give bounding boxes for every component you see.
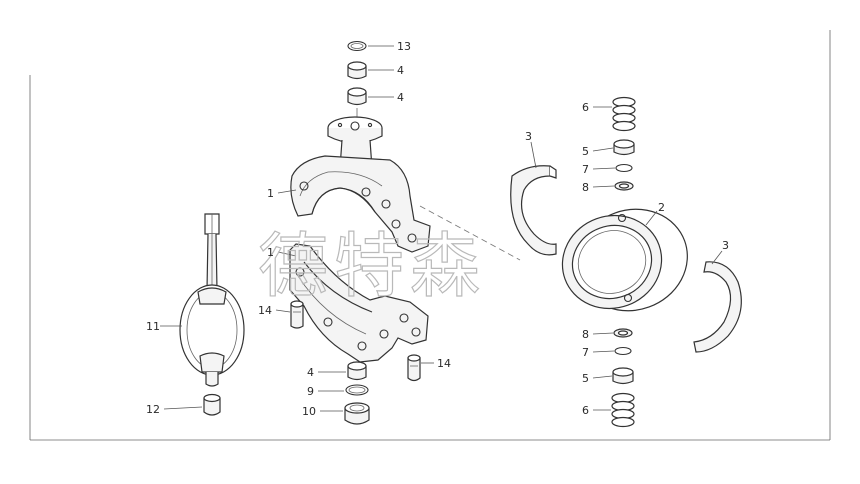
- bolt-14-left: [290, 300, 304, 329]
- label-10: 10: [302, 405, 316, 418]
- packing-6-top: [612, 96, 636, 132]
- seat-ring-2: [561, 208, 688, 312]
- label-4-a: 4: [397, 64, 404, 77]
- label-7-bottom: 7: [582, 346, 589, 359]
- label-14-right: 14: [437, 357, 451, 370]
- label-13: 13: [397, 40, 411, 53]
- bushing-5-top: [613, 139, 635, 156]
- label-12: 12: [146, 403, 160, 416]
- valve-body-lower: [289, 243, 429, 363]
- label-4-c: 4: [307, 366, 314, 379]
- label-9: 9: [307, 385, 314, 398]
- label-1-lower: 1: [267, 246, 274, 259]
- stem-and-disc: [179, 213, 245, 387]
- assembly-centerline: [419, 205, 521, 261]
- label-8-top: 8: [582, 181, 589, 194]
- washer-8-top: [614, 181, 634, 191]
- leader-lines: [160, 45, 723, 412]
- o-ring-7-bottom: [614, 346, 632, 356]
- bottom-plug-12: [203, 393, 221, 416]
- label-4-b: 4: [397, 91, 404, 104]
- label-11: 11: [146, 320, 160, 333]
- end-cap-10: [344, 402, 370, 425]
- bushing-4-second: [347, 87, 367, 106]
- label-8-bottom: 8: [582, 328, 589, 341]
- label-5-top: 5: [582, 145, 589, 158]
- o-ring-7-top: [615, 163, 633, 173]
- label-6-top: 6: [582, 101, 589, 114]
- seat-segment-3-right: [693, 261, 742, 353]
- label-3-left: 3: [525, 130, 532, 143]
- washer-8-bottom: [613, 328, 633, 338]
- label-1-upper: 1: [267, 187, 274, 200]
- packing-6-bottom: [611, 392, 635, 428]
- label-6-bottom: 6: [582, 404, 589, 417]
- bushing-4-top: [347, 61, 367, 80]
- label-7-top: 7: [582, 163, 589, 176]
- watermark: 德特森: [258, 225, 486, 307]
- o-ring-13: [347, 40, 367, 52]
- o-ring-9: [345, 384, 369, 396]
- label-2: 2: [658, 201, 665, 214]
- seat-segment-3-left: [510, 165, 557, 256]
- bolt-14-right: [407, 354, 421, 382]
- label-5-bottom: 5: [582, 372, 589, 385]
- bushing-5-bottom: [612, 367, 634, 385]
- label-14-left: 14: [258, 304, 272, 317]
- frame: [29, 30, 831, 441]
- part-labels: 13 4 4 1 1 14 11 12 4 9 10 14 3 3 2 6 5 …: [146, 40, 729, 418]
- valve-body-upper: [290, 116, 431, 253]
- bushing-4-bottom: [347, 361, 367, 381]
- label-3-right: 3: [722, 239, 729, 252]
